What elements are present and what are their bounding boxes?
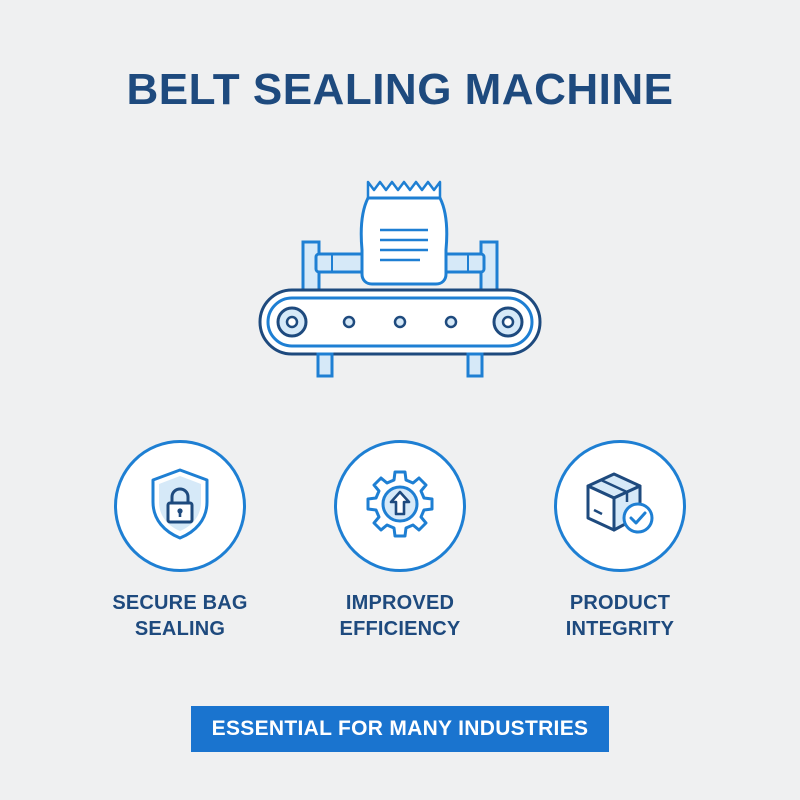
feature-label: IMPROVED EFFICIENCY [339, 592, 461, 640]
box-check-icon [580, 466, 660, 547]
feature-icon-circle [554, 440, 686, 572]
industries-banner: ESSENTIAL FOR MANY INDUSTRIES [191, 706, 609, 752]
feature-label: SECURE BAG SEALING [112, 592, 248, 640]
belt-sealing-machine-icon [250, 170, 550, 380]
feature-icon-circle [114, 440, 246, 572]
feature-icon-circle [334, 440, 466, 572]
gear-arrow-up-icon [362, 466, 438, 547]
feature-label: PRODUCT INTEGRITY [565, 592, 675, 640]
feature-improved-efficiency: IMPROVED EFFICIENCY [300, 440, 500, 642]
shield-lock-icon [145, 466, 215, 547]
feature-secure-bag-sealing: SECURE BAG SEALING [80, 440, 280, 642]
page-title: BELT SEALING MACHINE [126, 65, 674, 114]
feature-product-integrity: PRODUCT INTEGRITY [520, 440, 720, 642]
